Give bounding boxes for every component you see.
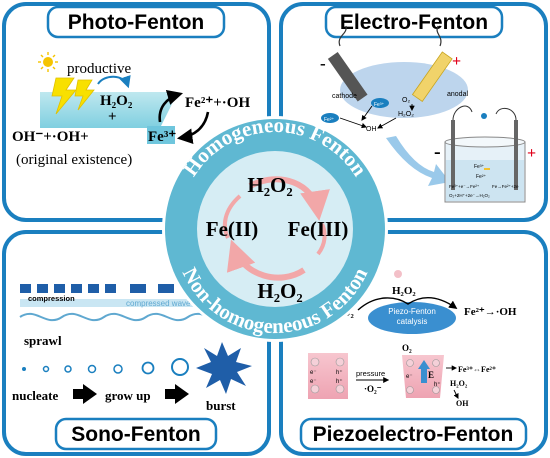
zoom-arrow-icon [386,136,450,186]
fe2-ion-label: Fe²⁺ [324,117,335,123]
curved-arrow-icon [97,74,131,89]
cathode-electrode [327,51,368,102]
hole-label: h⁺ [434,381,441,388]
anode-plus: + [452,53,461,70]
piezo-crystal-relaxed: e⁻ h⁺ e⁻ h⁺ [308,353,348,399]
sun-icon [38,52,58,72]
bubble-growth-row [22,358,189,376]
catalysis-line2: catalysis [397,317,428,326]
center-h2o2-bottom: H₂O₂ [257,279,302,303]
hole-label: h⁺ [336,369,343,376]
electro-fenton-content: - cathode + anodal Fe³⁺ Fe²⁺ O₂ H₂O₂ OH [320,25,536,203]
fe3-label: Fe³⁺ [148,129,176,145]
h2o2-label: H₂O₂ [392,285,416,297]
compressed-wave-band [20,299,260,307]
center-fe3: Fe(III) [288,217,349,241]
o2-label: O₂ [402,97,410,104]
electron-label: e⁻ [310,370,317,376]
cathode-minus: - [320,54,326,73]
sprawl-label: sprawl [24,333,62,348]
pressure-label: pressure [356,369,385,378]
cell-fe2: Fe²⁺ [476,174,487,180]
sono-fenton-content: compression compressed wave sprawl nucle… [12,284,263,413]
piezoelectro-fenton-title: Piezoelectro-Fenton [313,423,514,446]
electron-label: e⁻ [406,374,413,380]
grow-up-label: grow up [105,388,151,403]
original-existence-note: (original existence) [16,152,132,168]
fe2-oh-label: Fe²⁺→·OH [464,306,517,318]
electro-fenton-title: Electro-Fenton [340,11,488,34]
reaction-arrow [453,389,459,399]
h2o2-bottom-label: H₂O₂ [450,379,468,388]
burst-label: burst [206,398,236,413]
lightning-bolt-icon [74,79,95,111]
cathode-wire [338,25,347,47]
reaction-arrow [361,105,373,121]
o2-top-label: O₂ [402,343,412,353]
progress-arrow-icon [73,384,97,404]
compression-label: compression [28,294,75,303]
reaction-arrow [357,297,458,311]
hole-label: h⁺ [336,378,343,385]
fe2-oh-label: Fe²⁺+·OH [185,95,250,111]
cycle-arc-left [222,194,242,239]
center-cycle: Homogeneous Fenton Non-homogeneous Fento… [162,113,388,342]
center-h2o2-top: H₂O₂ [247,173,292,197]
anode-wire [436,25,442,47]
nucleate-label: nucleate [12,388,58,403]
cycle-arrow-top [248,176,330,221]
fe3-highlight [147,126,175,144]
oh-bottom-label: OH [456,399,469,408]
cycle-arc-right [316,223,327,256]
photo-fenton-title: Photo-Fenton [68,11,204,34]
cycle-arrow-up [158,89,183,123]
photo-fenton-content: productive H₂O₂ + Fe²⁺+·OH OH⁻+·OH+ Fe³⁺… [12,52,250,168]
burst-icon [196,342,252,394]
cell-eq3: O₂+2H⁺+2e⁻→H₂O₂ [449,193,490,198]
electron-label: e⁻ [310,379,317,385]
reaction-arrow [377,117,397,129]
cell-eq2: Fe→Fe²⁺+2e [492,184,519,189]
fe3-ion-label: Fe³⁺ [374,102,385,108]
fe3-ion [371,98,389,108]
h2o2-label: H₂O₂ [100,93,133,109]
cell-plus: + [527,145,536,162]
cycle-arrow-bottom [226,239,306,281]
plus-sign: + [108,109,117,125]
productive-label: productive [67,61,131,77]
water-surface [40,92,178,128]
cell-eq1: Fe³⁺+e⁻→Fe²⁺ [449,184,480,189]
electrochemical-cell: - + Fe³⁺ Fe²⁺ Fe³⁺+e⁻→Fe²⁺ Fe→Fe²⁺+2e O₂… [434,105,536,203]
catalysis-ellipse [368,302,456,334]
cell-fe3: Fe³⁺ [474,164,485,170]
cycle-arrow-down [176,111,210,144]
h2o2-label: H₂O₂ [398,111,414,118]
bubble-icon [394,270,402,278]
cathode-label: cathode [332,93,357,100]
piezo-crystal-stressed: E e⁻ h⁺ [402,355,444,398]
lightning-bolt-icon [51,77,77,115]
e-field-label: E [428,370,434,380]
oh-product-label: OH⁻+·OH+ [12,129,89,145]
center-fe2: Fe(II) [206,217,258,241]
catalysis-line1: Piezo-Fenton [388,307,436,316]
oh-label: OH [366,126,377,133]
superoxide-label: ·O₂⁻ [364,384,382,394]
progress-arrow-icon [165,384,189,404]
anode-electrode [411,51,453,103]
fe-pair-label: Fe³⁺⇔Fe²⁺ [458,365,496,374]
cell-minus: - [434,141,441,163]
sono-fenton-title: Sono-Fenton [71,423,200,446]
anodal-label: anodal [447,91,468,98]
compressed-wave-label: compressed wave [126,299,191,308]
reaction-arrow [339,117,368,129]
piezo-fenton-content: Piezo-Fenton catalysis O₂ H₂O₂ Fe²⁺→·OH … [308,270,517,408]
fe2-ion [321,113,339,123]
